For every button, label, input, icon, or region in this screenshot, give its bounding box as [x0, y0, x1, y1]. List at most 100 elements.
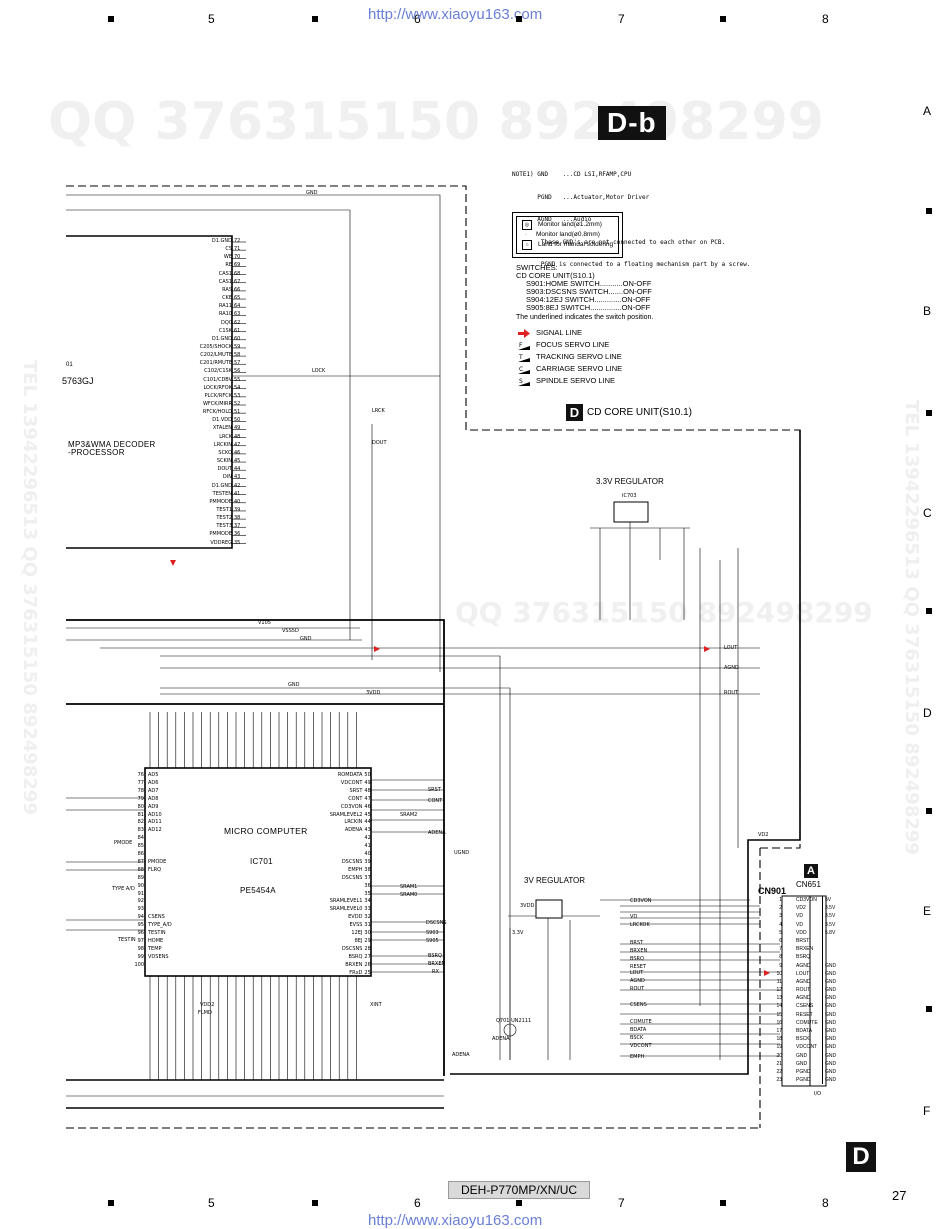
micro-pin-name: AD8	[148, 795, 159, 802]
micro-pin-number: 77	[137, 779, 144, 786]
micro-pin-name: AD6	[148, 779, 159, 786]
micro-left-pin: 89	[130, 875, 148, 881]
watermark-qq-top: QQ 376315150 892498299	[48, 92, 824, 152]
decoder-subtitle: -PROCESSOR	[68, 448, 125, 457]
micro-pin-name: AD9	[148, 803, 159, 810]
connector-pin-voltage: GND	[822, 1027, 839, 1036]
unit-title: D CD CORE UNIT(S10.1)	[566, 404, 692, 421]
connector-pin-voltage: GND	[822, 994, 839, 1003]
decoder-part-number: 5763GJ	[62, 376, 94, 386]
connector-pin-number: 18	[776, 1036, 782, 1043]
connector-pin-number: 10	[776, 970, 782, 977]
connector-pin-voltage: 5V	[822, 896, 839, 905]
micro-pin-number: 91	[137, 890, 144, 897]
connector-pin-number: 11	[776, 978, 782, 985]
micro-pin-number: 31	[364, 922, 371, 929]
connector-pin-number: 9	[779, 962, 782, 969]
carriage-servo-icon: C	[518, 366, 530, 374]
unit-title-text: CD CORE UNIT(S10.1)	[587, 407, 693, 418]
micro-pin-number: 37	[364, 874, 371, 881]
unit-badge: D	[566, 404, 583, 421]
connector-pin-number: 16	[776, 1019, 782, 1026]
decoder-pin-number: 69	[234, 262, 241, 269]
micro-left-pin: 93	[130, 906, 148, 912]
decoder-pin-name: TEST2	[216, 515, 232, 522]
legend-row: SIGNAL LINE	[518, 327, 622, 339]
connector-pin-voltage: GND	[822, 969, 839, 978]
land-row: ◎Monitor land(ø1.2mm)	[522, 220, 613, 230]
decoder-pin-number: 47	[234, 441, 241, 448]
decoder-pin-number: 59	[234, 343, 241, 350]
footer-url-link[interactable]: http://www.xiaoyu163.com	[368, 1212, 543, 1229]
decoder-pin-number: 64	[234, 303, 241, 310]
side-letter-e: E	[923, 904, 932, 918]
net-label-lock: LOCK	[312, 368, 326, 374]
decoder-pin-name: XTALEN	[212, 425, 232, 432]
monitor-land-large-icon: ◎	[522, 220, 532, 230]
decoder-pin-number: 37	[234, 523, 241, 530]
decoder-pin-name: LOCK/RFOK	[203, 384, 232, 391]
decoder-pin-number: 71	[234, 246, 241, 253]
micro-left-pin: 84	[130, 835, 148, 841]
decoder-pin-number: 66	[234, 286, 241, 293]
legend-label: CARRIAGE SERVO LINE	[536, 364, 623, 373]
micro-part-number: PE5454A	[240, 886, 276, 895]
connector-pin-voltage: GND	[822, 1059, 839, 1068]
micro-pin-name: TYPE_A/D	[148, 922, 172, 929]
net-label-brxen: BRXEN	[428, 961, 446, 967]
header-url-link[interactable]: http://www.xiaoyu163.com	[368, 6, 543, 23]
decoder-pin-name: C101/CDBV	[203, 376, 232, 383]
micro-pin-name: BSRQ	[348, 953, 363, 960]
net-label-rout2: ROUT	[630, 986, 645, 992]
decoder-pin-name: C202/LMUTE	[200, 352, 232, 359]
micro-pin-number: 80	[137, 803, 144, 810]
net-label-agnd2: AGND	[630, 978, 645, 984]
decoder-pin-number: 48	[234, 433, 241, 440]
decoder-pin-number: 70	[234, 254, 241, 261]
micro-pin-name	[320, 851, 364, 857]
net-label-csens: CSENS	[630, 1002, 647, 1008]
connector-pin-voltage: 3.5V	[822, 912, 839, 921]
note-line: These GND's are not connected to each ot…	[512, 238, 726, 246]
micro-pin-number: 90	[137, 882, 144, 889]
signal-legend: SIGNAL LINE F FOCUS SERVO LINE T TRACKIN…	[518, 327, 622, 387]
micro-pin-number: 89	[137, 874, 144, 881]
decoder-pin-name: PLCK/RFCK	[204, 392, 232, 399]
micro-pin-number: 25	[364, 969, 371, 976]
micro-pin-number: 26	[364, 961, 371, 968]
connector-pin-name: BRXEN	[796, 946, 814, 953]
micro-pin-name	[320, 883, 364, 889]
micro-pin-name: EVDD	[348, 914, 363, 921]
decoder-pin-number: 65	[234, 295, 241, 302]
net-label-srst: SRST	[428, 787, 441, 793]
micro-pin-name	[144, 898, 148, 904]
net-label-3v3: 3.3V	[512, 930, 524, 936]
micro-pin-name: CSENS	[148, 914, 165, 921]
connector-pin-number: 22	[776, 1068, 782, 1075]
note-line: PGND is connected to a floating mechanis…	[512, 261, 751, 268]
net-label-gnd2: GND	[300, 636, 312, 642]
micro-pin-name: DSCSNS	[341, 945, 363, 952]
connector-pin-name: AGND	[796, 962, 811, 969]
micro-pin-number: 78	[137, 787, 144, 794]
